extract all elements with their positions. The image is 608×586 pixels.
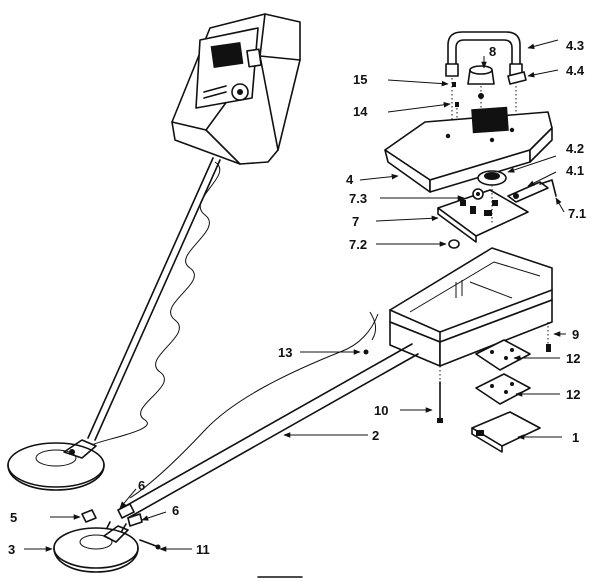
part-cover: [471, 411, 541, 453]
part-clip: [507, 71, 527, 85]
part-shaft: [121, 311, 419, 519]
part-knob: [467, 65, 495, 128]
part-screw-10: [437, 366, 443, 423]
label-4-3: 4.3: [566, 38, 584, 53]
assembled-detector: [7, 13, 301, 491]
part-mount-hardware: [81, 503, 161, 550]
part-circuit-board: [437, 185, 529, 243]
label-2: 2: [372, 428, 379, 443]
label-3: 3: [8, 542, 15, 557]
label-7-3: 7.3: [349, 191, 367, 206]
label-4-2: 4.2: [566, 141, 584, 156]
label-5: 5: [10, 510, 17, 525]
label-4-4: 4.4: [566, 63, 585, 78]
label-8: 8: [489, 44, 496, 59]
leader-lines: [24, 39, 566, 552]
assembled-search-coil: [7, 439, 105, 491]
label-7-2: 7.2: [349, 237, 367, 252]
part-lower-housing: [389, 247, 553, 367]
label-4-1: 4.1: [566, 163, 584, 178]
label-1: 1: [572, 430, 579, 445]
assembled-control-housing: [171, 13, 301, 165]
part-screw-9: [546, 322, 551, 352]
part-plate-lower: [475, 373, 531, 405]
part-lid: [384, 106, 553, 193]
part-speaker: [477, 170, 507, 186]
assembled-shaft: [87, 157, 221, 446]
label-14: 14: [353, 104, 368, 119]
label-12-upper: 12: [566, 351, 580, 366]
label-13: 13: [278, 345, 292, 360]
label-4: 4: [346, 172, 354, 187]
label-7-1: 7.1: [568, 206, 586, 221]
part-plate-upper: [475, 339, 531, 371]
label-6-upper: 6: [138, 478, 145, 493]
part-connector: [507, 179, 557, 203]
label-15: 15: [353, 72, 367, 87]
part-board-knob: [448, 239, 460, 249]
part-search-coil: [53, 525, 139, 573]
label-10: 10: [374, 403, 388, 418]
label-11: 11: [196, 542, 210, 557]
label-12-lower: 12: [566, 387, 580, 402]
label-9: 9: [572, 327, 579, 342]
label-7: 7: [352, 214, 359, 229]
label-6-lower: 6: [172, 503, 179, 518]
